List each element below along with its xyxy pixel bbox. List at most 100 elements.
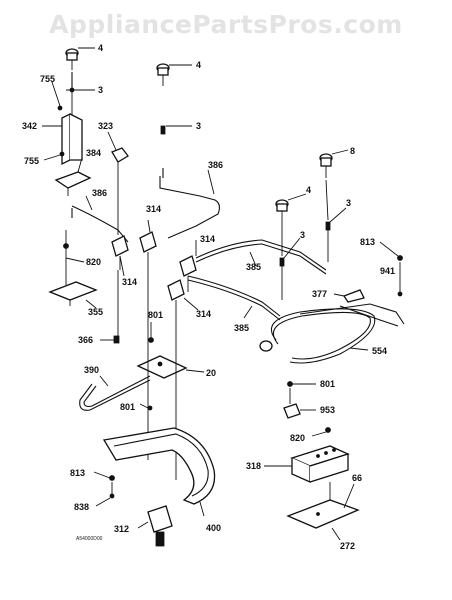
callout-labels: 4 3 755 342 323 755 384 386 4 3 386 314 …	[22, 43, 395, 551]
leader-755a	[51, 81, 61, 107]
part-366	[113, 335, 120, 344]
tube-390-b	[83, 375, 151, 408]
leader-3c	[283, 237, 301, 259]
callout-820-a: 820	[86, 257, 101, 267]
callout-366: 366	[78, 335, 93, 345]
callout-323: 323	[98, 121, 113, 131]
callout-755-b: 755	[24, 156, 39, 166]
callout-4-top: 4	[98, 43, 103, 53]
tube-390	[79, 379, 151, 411]
valve-8	[319, 149, 349, 178]
callout-813-a: 813	[360, 237, 375, 247]
valve-4-right	[275, 193, 307, 222]
callout-838: 838	[74, 502, 89, 512]
callout-314-b: 314	[200, 234, 215, 244]
harness-554	[259, 303, 405, 364]
leader-314d	[183, 297, 199, 311]
callout-385-a: 385	[246, 262, 261, 272]
part-323	[107, 131, 129, 235]
valve-4-top	[65, 47, 95, 70]
leader-820b	[311, 431, 327, 437]
callout-386-a: 386	[92, 188, 107, 198]
tube-386-left	[71, 205, 129, 243]
fitting-314-a	[111, 235, 129, 270]
callout-953: 953	[320, 405, 335, 415]
callout-20: 20	[206, 368, 216, 378]
callout-820-b: 820	[290, 433, 305, 443]
fitting-314-d	[167, 279, 185, 312]
leader-314a	[119, 255, 125, 277]
fitting-314-c	[179, 240, 197, 292]
valve-312	[137, 505, 173, 547]
leader-813b	[93, 471, 111, 479]
screw-801b	[147, 405, 153, 411]
drawing-code: A54000D00	[76, 536, 103, 542]
part-941	[397, 291, 403, 297]
callout-813-b: 813	[70, 468, 85, 478]
bracket-272	[286, 482, 360, 541]
leader-838	[95, 497, 111, 507]
callout-386-b: 386	[208, 160, 223, 170]
bracket-20	[136, 355, 205, 379]
callout-941: 941	[380, 266, 395, 276]
clip-953	[283, 403, 301, 419]
screw-755b	[59, 151, 65, 157]
orifice-3b	[160, 125, 166, 135]
callout-314-d: 314	[196, 309, 211, 319]
leader-813a	[379, 241, 399, 257]
leader-390	[99, 375, 109, 387]
callout-3-d: 3	[346, 198, 351, 208]
callout-385-b: 385	[234, 323, 249, 333]
far-right-tube-top	[325, 179, 329, 221]
callout-400: 400	[206, 523, 221, 533]
callout-3-b: 3	[196, 121, 201, 131]
leader-386a	[85, 195, 93, 211]
screw-820a	[63, 243, 69, 249]
orifice-3a-tip	[69, 87, 75, 93]
leader-377	[333, 293, 345, 297]
callout-3-a: 3	[98, 85, 103, 95]
leader-385a	[249, 251, 257, 267]
leader-385b	[243, 305, 253, 319]
callout-272: 272	[340, 541, 355, 551]
part-838	[109, 493, 115, 499]
leader-3d	[329, 207, 347, 223]
callout-801-b: 801	[120, 402, 135, 412]
leader-801b	[139, 403, 149, 409]
callout-801-a: 801	[148, 310, 163, 320]
valve-4-mid	[156, 63, 192, 86]
fitting-314-b	[139, 219, 157, 266]
bracket-342	[42, 112, 83, 166]
screw-801a	[148, 337, 154, 343]
screw-813a	[397, 255, 403, 261]
callout-384: 384	[86, 148, 101, 158]
callout-318: 318	[246, 461, 261, 471]
callout-377: 377	[312, 289, 327, 299]
screw-755a	[57, 105, 63, 111]
burner-400	[102, 427, 216, 517]
callout-8: 8	[350, 146, 355, 156]
tube-385-lower-b	[187, 279, 281, 321]
bracket-355	[48, 281, 98, 309]
tube-385-upper	[195, 239, 327, 271]
screw-813b	[109, 475, 115, 481]
callout-755-a: 755	[40, 74, 55, 84]
part-drawings	[42, 47, 405, 547]
watermark: AppliancePartsPros.com	[49, 10, 403, 39]
callout-355: 355	[88, 307, 103, 317]
tube-385-lower	[187, 275, 281, 317]
callout-314-a: 314	[146, 204, 161, 214]
callout-342: 342	[22, 121, 37, 131]
callout-4-mid: 4	[196, 60, 201, 70]
leader-755b	[43, 154, 61, 161]
callout-312: 312	[114, 524, 129, 534]
tube-386-upper	[159, 176, 221, 239]
callout-66: 66	[352, 473, 362, 483]
leader-386b	[207, 169, 215, 195]
orifice-3c	[279, 257, 285, 267]
screw-801c	[287, 381, 293, 387]
leader-66	[343, 483, 355, 509]
tube-385-upper-b	[195, 243, 327, 275]
clip-377	[343, 289, 365, 303]
